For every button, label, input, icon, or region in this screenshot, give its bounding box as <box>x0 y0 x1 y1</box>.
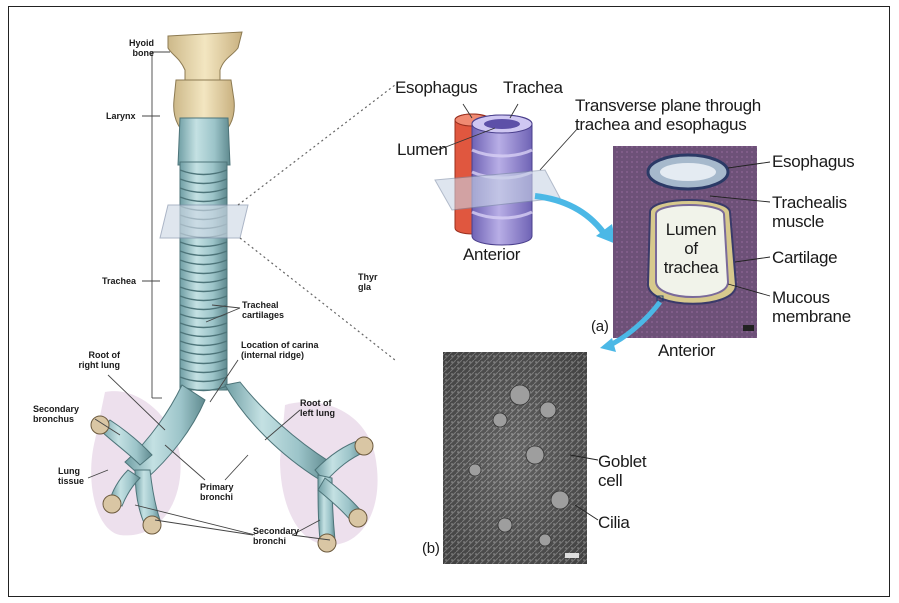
label-primary-bronchi: Primary bronchi <box>200 482 234 502</box>
label-panel-a: (a) <box>591 318 609 335</box>
label-transverse-plane: Transverse plane through trachea and eso… <box>575 96 761 134</box>
label-lumen: Lumen <box>397 141 447 159</box>
label-goblet-cell: Goblet cell <box>598 452 646 490</box>
label-panel-b: (b) <box>422 540 440 557</box>
label-root-left-lung: Root of left lung <box>300 398 335 418</box>
label-esophagus-model: Esophagus <box>395 79 477 97</box>
label-lumen-of-trachea: Lumen of trachea <box>663 220 719 277</box>
hyoid-bone <box>168 32 242 80</box>
label-mucous-membrane: Mucous membrane <box>772 288 851 326</box>
trachea-tube <box>180 162 227 390</box>
label-anterior-micro: Anterior <box>658 342 715 360</box>
label-tracheal-cartilages: Tracheal cartilages <box>242 300 284 320</box>
label-cilia: Cilia <box>598 514 630 532</box>
label-lung-tissue: Lung tissue <box>58 466 84 486</box>
label-secondary-bronchi: Secondary bronchi <box>253 526 299 546</box>
label-esophagus-micro: Esophagus <box>772 153 854 171</box>
label-secondary-bronchus: Secondary bronchus <box>33 404 79 424</box>
larynx-lower <box>178 118 230 165</box>
label-anterior-model: Anterior <box>463 246 520 264</box>
sem-image-b <box>443 352 587 564</box>
arrow-to-micrograph <box>535 196 603 232</box>
transverse-plane-left <box>160 205 248 238</box>
label-cartilage: Cartilage <box>772 249 837 267</box>
label-thyroid: Thyr gla <box>358 272 378 292</box>
label-trachea-left: Trachea <box>102 276 136 286</box>
label-root-right-lung: Root of right lung <box>70 350 120 370</box>
label-larynx: Larynx <box>106 111 136 121</box>
label-carina: Location of carina (internal ridge) <box>241 340 319 360</box>
label-hyoid-bone: Hyoid bone <box>110 38 154 58</box>
label-trachea-model: Trachea <box>503 79 563 97</box>
trachea-esophagus-model <box>435 114 560 245</box>
label-trachealis-muscle: Trachealis muscle <box>772 193 847 231</box>
